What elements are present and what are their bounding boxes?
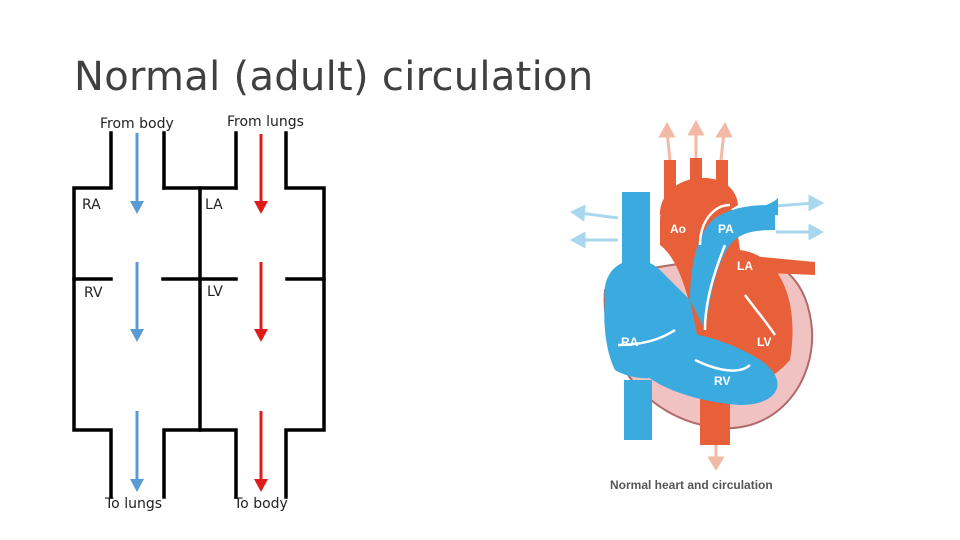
illustration-caption: Normal heart and circulation — [610, 478, 773, 492]
illustration-label-ao: Ao — [670, 222, 686, 236]
label-to-lungs: To lungs — [105, 496, 163, 512]
illustration-label-lv: LV — [757, 335, 771, 349]
illustration-label-pa: PA — [718, 222, 734, 236]
page-title: Normal (adult) circulation — [74, 54, 594, 100]
label-from-lungs: From lungs — [227, 114, 304, 130]
heart-illustration — [569, 119, 825, 471]
label-lv: LV — [207, 284, 223, 300]
label-la: LA — [205, 197, 223, 213]
illustration-label-rv: RV — [714, 374, 730, 388]
illustration-label-la: LA — [737, 259, 753, 273]
label-ra: RA — [82, 197, 101, 213]
label-from-body: From body — [100, 116, 174, 132]
label-to-body: To body — [234, 496, 288, 512]
flow-arrows — [130, 133, 268, 492]
heart-chamber-walls — [72, 131, 326, 499]
label-rv: RV — [84, 285, 103, 301]
illustration-label-ra: RA — [621, 335, 639, 349]
